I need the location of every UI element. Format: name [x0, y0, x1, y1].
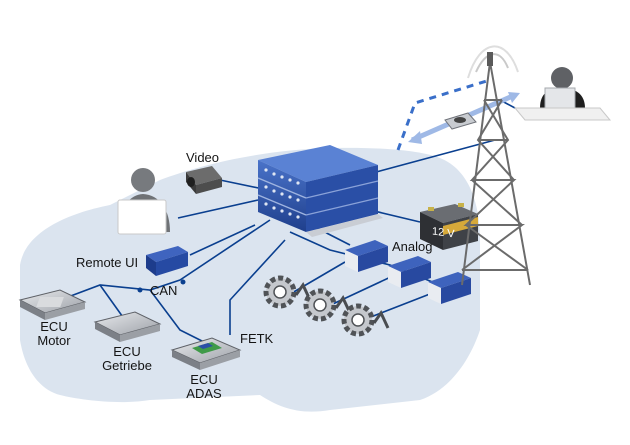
ecu-box-icon [93, 311, 162, 342]
ecu-motor-line-1: ECU [40, 319, 68, 334]
camera-icon [186, 166, 222, 194]
ecu-getriebe-line-2: Getriebe [102, 358, 152, 373]
can-branch-getriebe [99, 284, 126, 321]
person-icon [513, 67, 612, 121]
ecu-adas-label: ECU ADAS [159, 373, 249, 401]
person-icon [117, 168, 170, 235]
ecu-adas-line-1: ECU [190, 372, 218, 387]
ecu-motor-line-2: Motor [37, 333, 71, 348]
gear-sensor-icon [303, 288, 352, 322]
ecu-adas-line-2: ADAS [186, 386, 222, 401]
remote-ui-label: Remote UI [76, 255, 139, 270]
ecu-box-icon [18, 289, 87, 320]
bus-lines [59, 99, 516, 346]
arrow-head-left [408, 131, 422, 144]
can-branch-adas [149, 289, 211, 346]
battery-line [369, 209, 421, 223]
ecu-getriebe-label: ECU Getriebe [82, 345, 172, 373]
ecu-box-icon [170, 337, 242, 370]
can-label: CAN [150, 283, 178, 298]
analog-module-icon [388, 256, 431, 288]
ecu-getriebe-line-1: ECU [113, 344, 141, 359]
tower-line [364, 139, 496, 176]
ecu-motor-label: ECU Motor [9, 320, 99, 348]
analog-module-icon [345, 240, 388, 272]
gear-sensor-icon [263, 275, 312, 309]
radio-tower-icon [461, 45, 531, 286]
analog-module-icon [428, 272, 471, 304]
video-label: Video [186, 150, 220, 165]
arrow-head-right [508, 92, 520, 103]
fetk-label: FETK [240, 331, 274, 346]
remote-ui-box-icon [146, 246, 188, 276]
gear-sensor-icon [341, 303, 390, 337]
can-node-dot [180, 279, 186, 285]
laptop-icon [444, 112, 477, 130]
data-logger-icon [257, 145, 383, 237]
operator-line [177, 199, 259, 219]
analog-label: Analog [392, 239, 433, 254]
remote-ui-line [189, 224, 256, 256]
tower-antenna [487, 52, 493, 66]
wireless-link-dashed [396, 78, 491, 151]
can-node-dot [137, 287, 143, 293]
fetk-line [229, 239, 286, 335]
